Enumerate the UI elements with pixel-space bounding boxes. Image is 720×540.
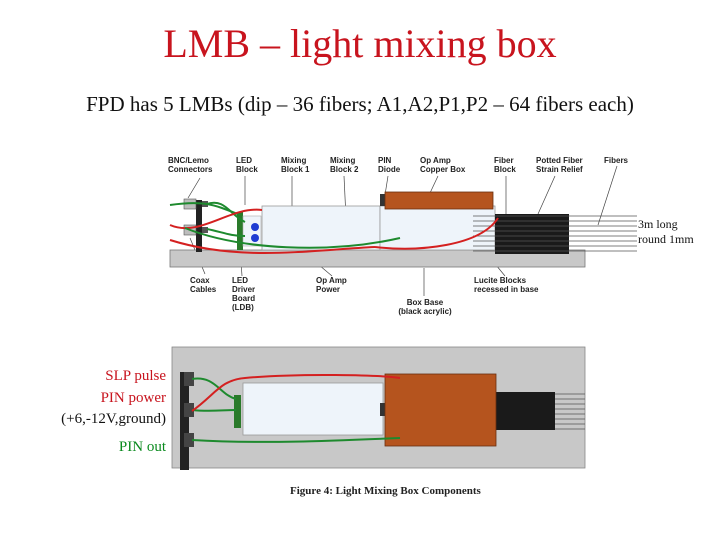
label-pin-out: PIN out [118, 439, 166, 455]
slide-subtitle: FPD has 5 LMBs (dip – 36 fibers; A1,A2,P… [86, 92, 634, 116]
label-box-base: Box Base(black acrylic) [398, 298, 452, 316]
label-slp-pulse: SLP pulse [105, 368, 166, 384]
slide-title: LMB – light mixing box [163, 21, 557, 66]
label-pin-power-voltages: (+6,-12V,ground) [61, 411, 166, 427]
figure-caption: Figure 4: Light Mixing Box Components [290, 485, 481, 497]
label-pin-power: PIN power [100, 390, 166, 406]
label-fibers: Fibers [604, 156, 629, 165]
